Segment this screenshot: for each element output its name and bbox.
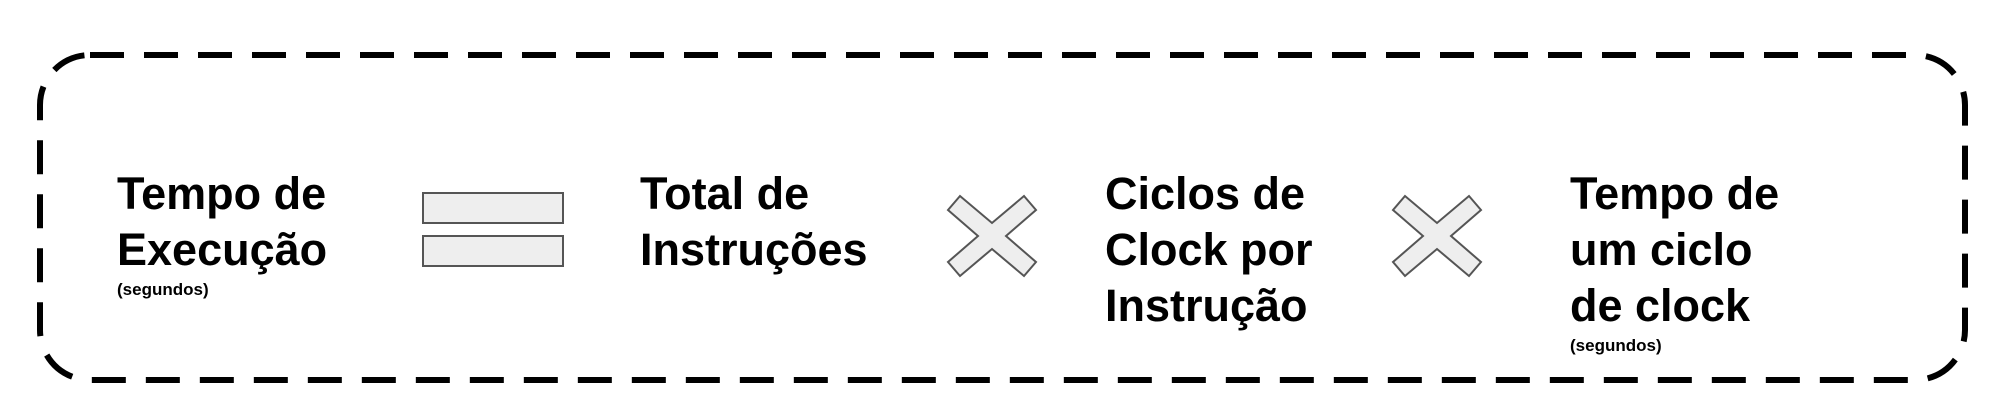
term-line: um ciclo [1570,224,1753,275]
multiply-icon [946,194,1038,278]
term-line: Total de [640,168,810,219]
term-line: Execução [117,224,328,275]
term-total-instructions: Total de Instruções [640,166,868,278]
term-line: de clock [1570,280,1751,331]
term-line: Instruções [640,224,868,275]
term-line: Instrução [1105,280,1308,331]
unit-label: (segundos) [1570,336,1662,355]
term-line: Tempo de [1570,168,1780,219]
unit-label: (segundos) [117,280,209,299]
term-line: Clock por [1105,224,1313,275]
equals-icon [422,192,564,267]
multiply-icon [1391,194,1483,278]
term-execution-time: Tempo de Execução (segundos) [117,166,327,300]
term-line: Tempo de [117,168,327,219]
term-clock-cycle-time: Tempo de um ciclo de clock (segundos) [1570,166,1779,356]
term-cycles-per-instruction: Ciclos de Clock por Instrução [1105,166,1313,334]
term-line: Ciclos de [1105,168,1306,219]
